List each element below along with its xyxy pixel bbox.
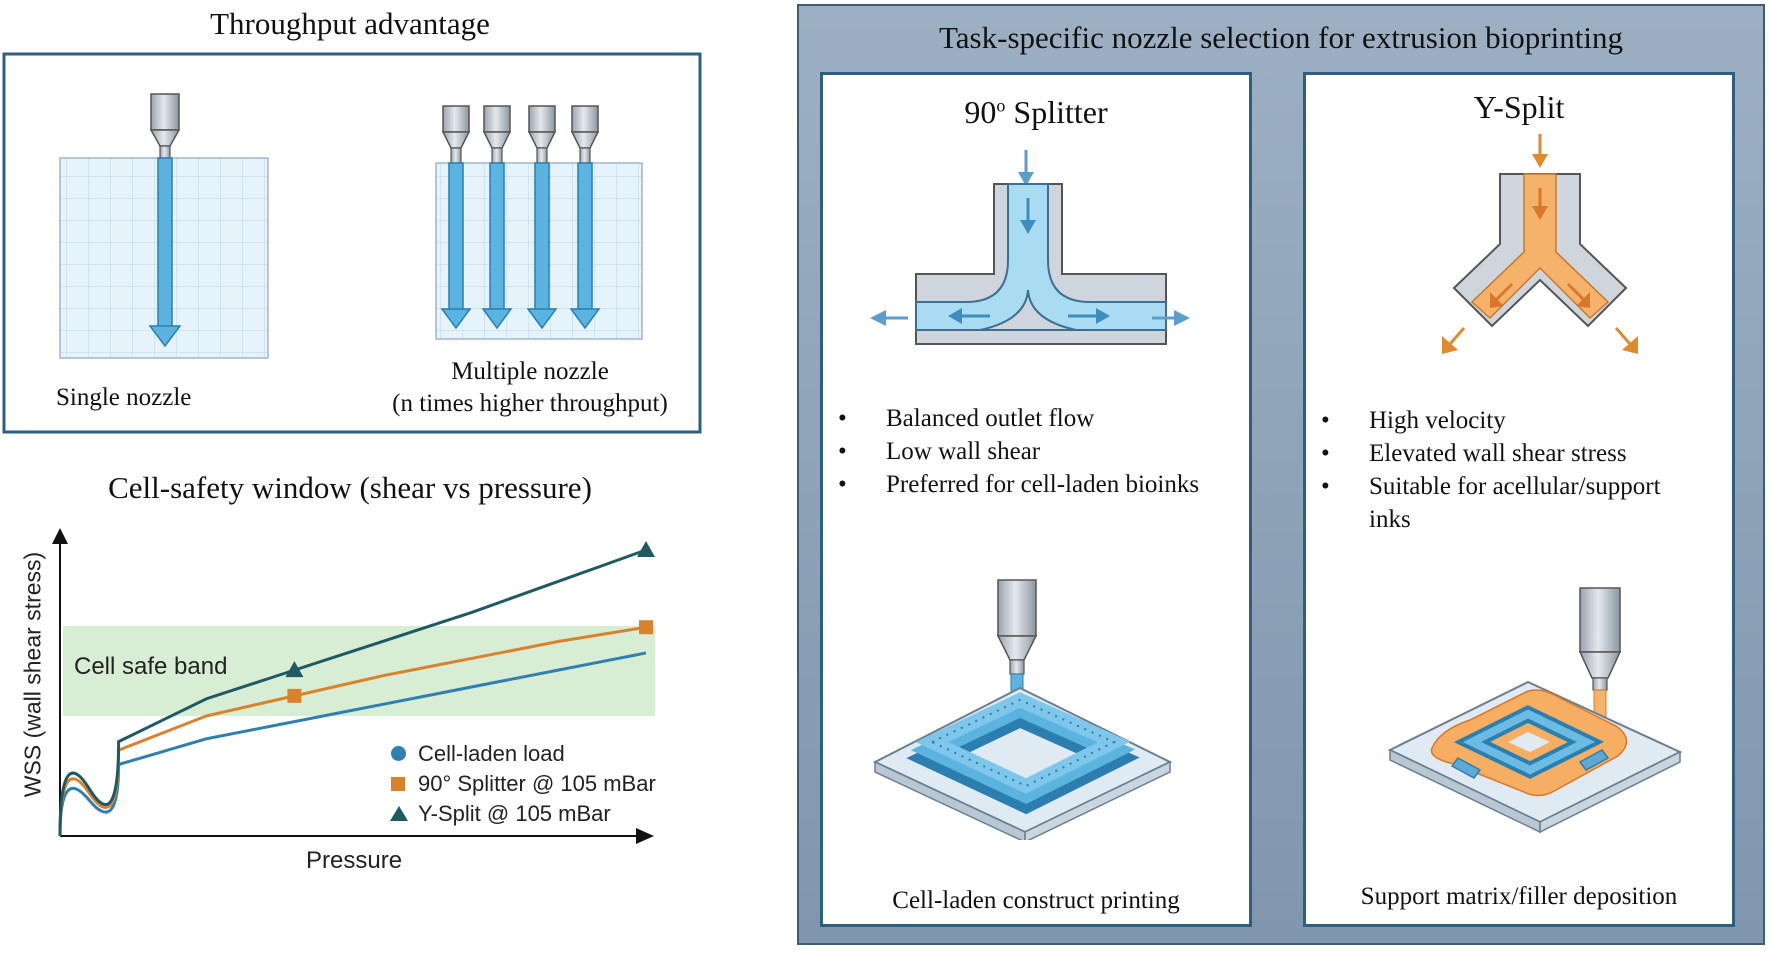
legend-item-90-splitter: 90° Splitter @ 105 mBar (390, 769, 656, 799)
splitter-bullet: Low wall shear (836, 435, 1236, 468)
legend-label: Cell-laden load (418, 741, 565, 766)
square-marker-icon (391, 777, 405, 791)
y-axis-label: WSS (wall shear stress) (19, 551, 46, 798)
ysplit-bullet-list: High velocity Elevated wall shear stress… (1319, 404, 1719, 536)
series-marker-2-3 (287, 688, 302, 703)
splitter-title-number: 90 (964, 94, 997, 130)
ysplit-bullet: Suitable for acellular/support inks (1319, 470, 1669, 536)
nozzle-3 (526, 105, 558, 330)
nozzle-2 (481, 105, 513, 330)
nozzle-panel-title: Task-specific nozzle selection for extru… (939, 20, 1623, 55)
nozzle-4 (569, 105, 601, 330)
cell-safe-band-label: Cell safe band (74, 653, 228, 680)
chart-legend: Cell-laden load 90° Splitter @ 105 mBar … (390, 739, 656, 829)
degree-symbol: o (996, 95, 1006, 116)
ysplit-bullet: High velocity (1319, 404, 1719, 437)
multiple-nozzle-label-line2: (n times higher throughput) (392, 390, 668, 417)
splitter-bullet: Preferred for cell-laden bioinks (836, 468, 1236, 501)
series-marker-3-3 (285, 661, 304, 678)
ysplit-bullet: Elevated wall shear stress (1319, 437, 1719, 470)
x-axis-label: Pressure (306, 847, 403, 874)
y-axis-arrow (52, 528, 68, 544)
legend-label: 90° Splitter @ 105 mBar (418, 771, 656, 796)
safety-chart (52, 528, 655, 844)
throughput-frame (2, 52, 702, 434)
single-nozzle-diagram (59, 93, 269, 359)
single-nozzle-label: Single nozzle (56, 384, 192, 411)
multiple-nozzle-diagram (435, 105, 643, 340)
multiple-nozzle-label-line1: Multiple nozzle (451, 358, 609, 385)
circle-marker-icon (391, 746, 406, 761)
ysplit-title: Y-Split (1473, 89, 1565, 125)
safety-chart-title: Cell-safety window (shear vs pressure) (108, 470, 592, 505)
splitter-channel-diagram (870, 150, 1190, 345)
support-matrix-print-illustration (1387, 587, 1683, 834)
legend-item-y-split: Y-Split @ 105 mBar (390, 799, 656, 829)
series-marker-3-7 (637, 541, 655, 557)
splitter-caption: Cell-laden construct printing (892, 887, 1180, 914)
splitter-bullet: Balanced outlet flow (836, 402, 1236, 435)
series-marker-2-7 (639, 620, 653, 635)
triangle-marker-icon (390, 806, 408, 821)
legend-item-cell-laden: Cell-laden load (390, 739, 656, 769)
series-line-3 (58, 548, 647, 837)
x-axis-arrow (636, 828, 654, 844)
nozzle-1 (440, 105, 472, 330)
splitter-bullet-list: Balanced outlet flow Low wall shear Pref… (836, 402, 1236, 501)
ysplit-caption: Support matrix/filler deposition (1360, 883, 1678, 910)
throughput-title: Throughput advantage (210, 6, 490, 41)
cell-laden-print-illustration (872, 579, 1173, 840)
ysplit-channel-diagram (1442, 134, 1638, 354)
splitter-title-text: Splitter (1005, 94, 1108, 130)
splitter-title: 90o Splitter (820, 94, 1252, 131)
legend-label: Y-Split @ 105 mBar (418, 801, 611, 826)
